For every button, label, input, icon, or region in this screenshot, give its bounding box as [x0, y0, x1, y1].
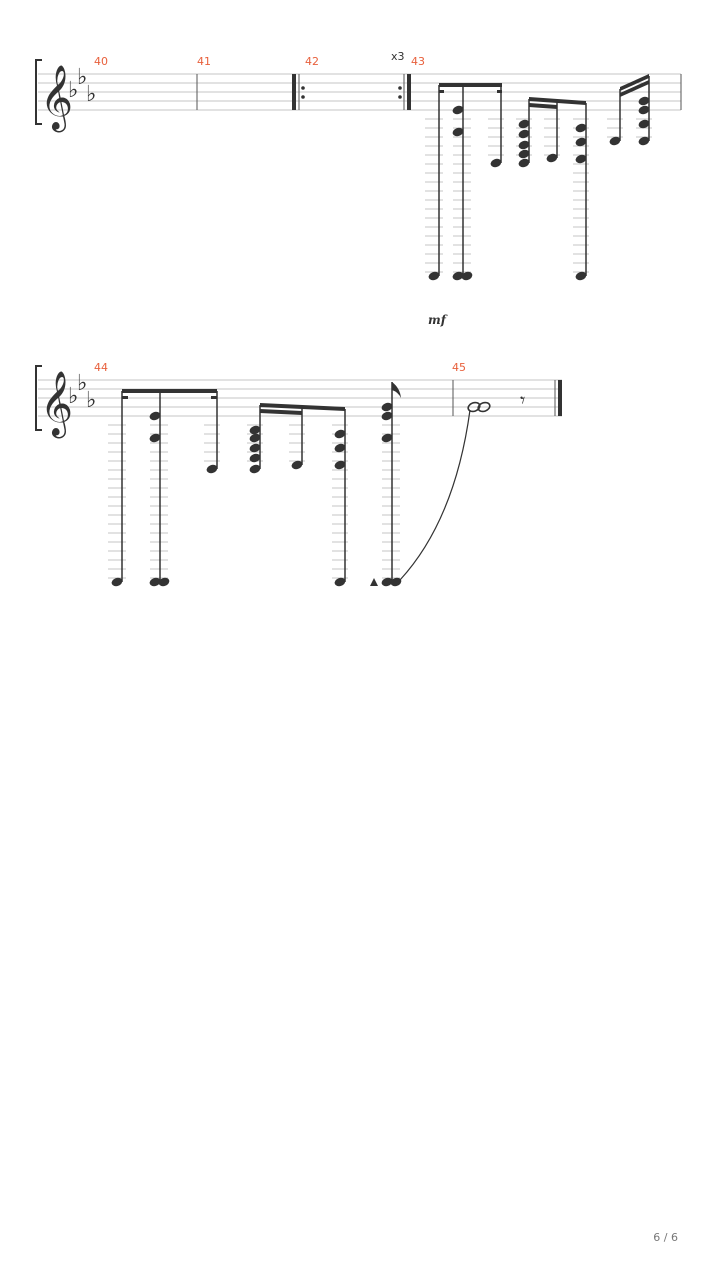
measure-43-notes — [428, 74, 650, 281]
ledger-lines — [108, 424, 400, 579]
system-bracket — [35, 365, 42, 431]
eighth-rest-icon: 𝄾 — [520, 388, 525, 412]
treble-clef: 𝄞 — [40, 65, 73, 132]
repeat-end — [398, 74, 411, 110]
svg-text:♭: ♭ — [86, 388, 96, 413]
system-2: 𝄞 ♭ ♭ ♭ 44 45 — [35, 361, 562, 587]
measure-number-40: 40 — [94, 55, 108, 68]
staff — [38, 73, 681, 111]
measure-number-41: 41 — [197, 55, 211, 68]
system-1: 𝄞 ♭ ♭ ♭ 40 41 42 x3 43 — [35, 50, 682, 327]
measure-45-notes: 𝄾 — [467, 388, 525, 413]
measure-number-42: 42 — [305, 55, 319, 68]
treble-clef: 𝄞 — [40, 371, 73, 438]
measure-44-notes — [111, 382, 402, 587]
staff — [38, 379, 562, 417]
svg-text:♭: ♭ — [77, 371, 87, 396]
measure-number-43: 43 — [411, 55, 425, 68]
svg-text:♭: ♭ — [68, 78, 78, 103]
key-signature: ♭ ♭ ♭ — [68, 371, 96, 413]
system-bracket — [35, 59, 42, 125]
page-number: 6 / 6 — [653, 1231, 678, 1244]
tie-curve — [399, 409, 471, 581]
accent-mark — [370, 578, 378, 586]
svg-text:♭: ♭ — [77, 65, 87, 90]
repeat-start — [292, 74, 305, 110]
svg-text:♭: ♭ — [68, 384, 78, 409]
measure-number-45: 45 — [452, 361, 466, 374]
final-barline — [554, 380, 562, 416]
dynamic-marking: mf — [428, 313, 448, 327]
svg-text:♭: ♭ — [86, 82, 96, 107]
measure-number-44: 44 — [94, 361, 108, 374]
key-signature: ♭ ♭ ♭ — [68, 65, 96, 107]
repeat-count: x3 — [391, 50, 405, 63]
